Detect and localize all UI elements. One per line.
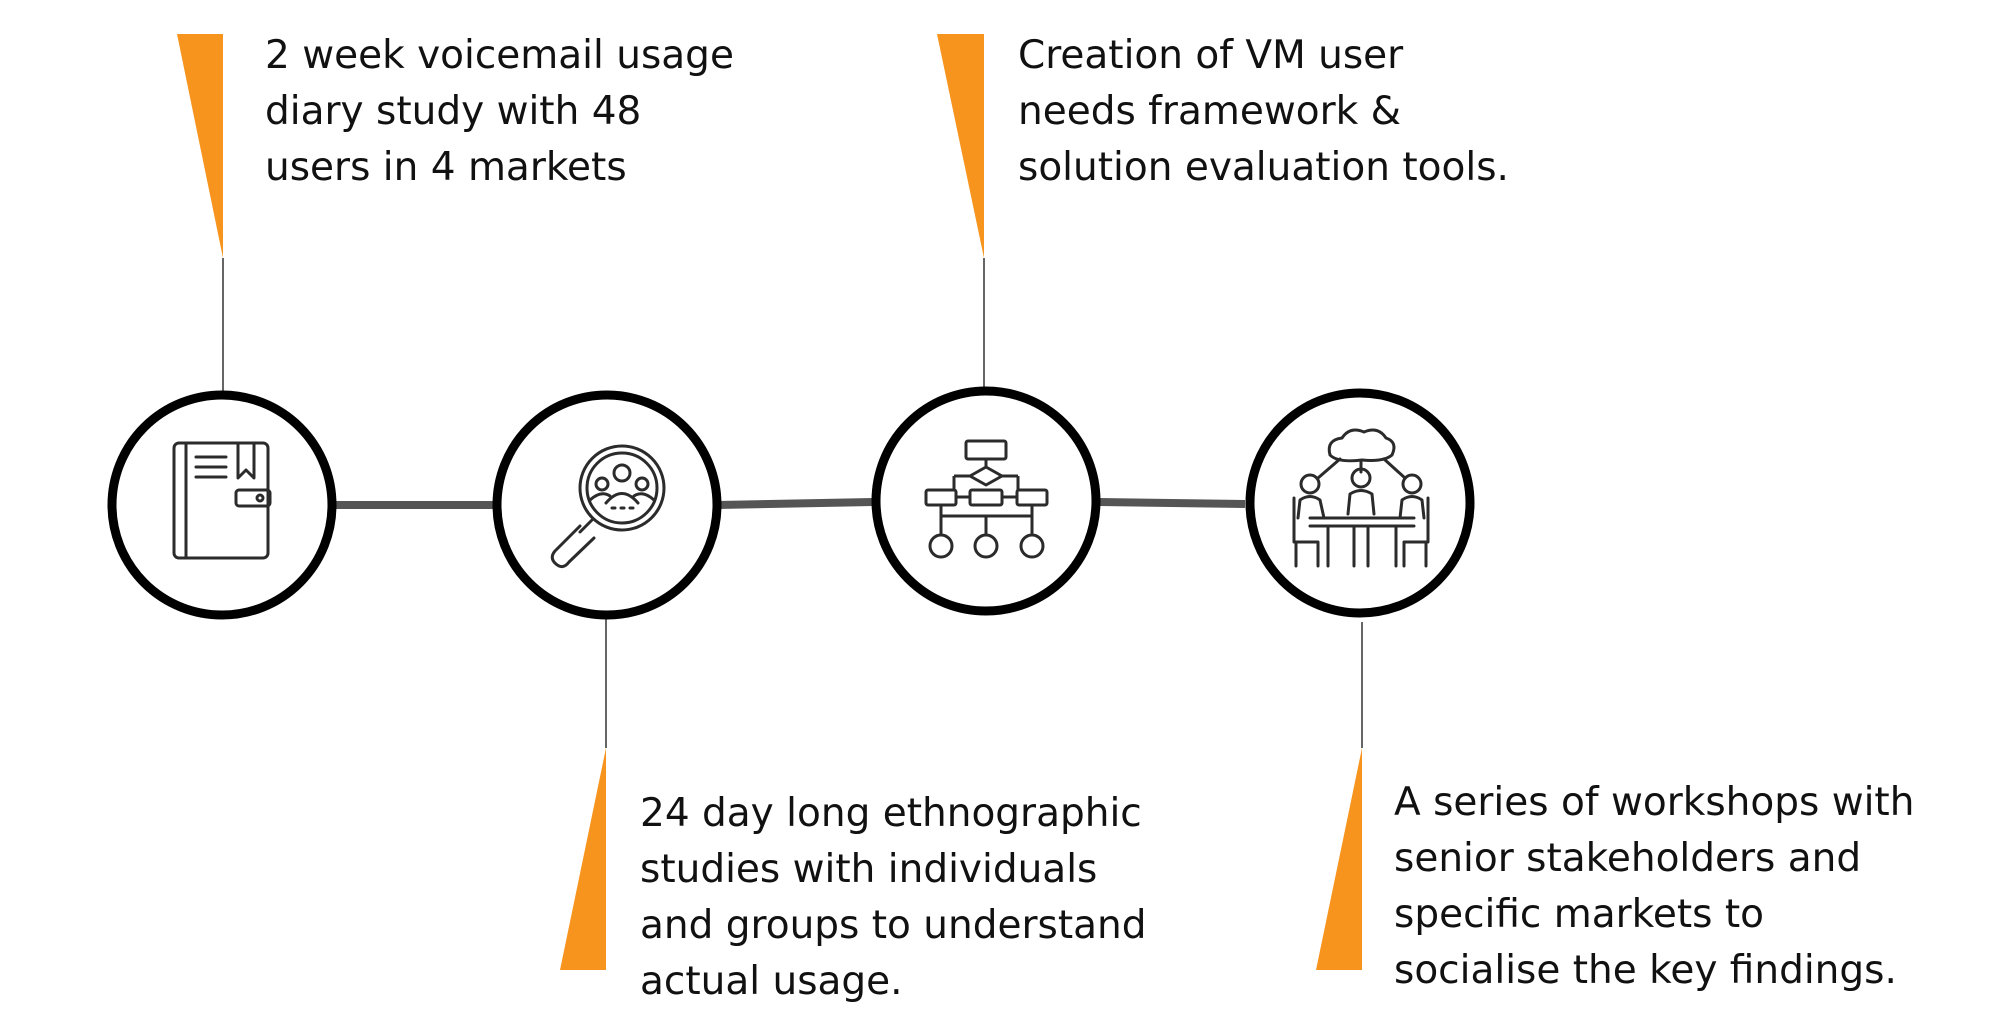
step-4-caption: A series of workshops with senior stakeh… bbox=[1394, 775, 1914, 999]
callout-2 bbox=[560, 618, 607, 970]
step-4-line-4: socialise the key findings. bbox=[1394, 948, 1897, 993]
step-3-line-1: Creation of VM user bbox=[1018, 33, 1404, 78]
connector-2-3 bbox=[717, 498, 874, 509]
step-4-line-2: senior stakeholders and bbox=[1394, 836, 1862, 881]
callout-4-flag bbox=[1316, 748, 1362, 970]
connector-3-4 bbox=[1098, 498, 1246, 508]
step-2-line-2: studies with individuals bbox=[640, 847, 1098, 892]
notebook-icon bbox=[172, 441, 272, 560]
callout-3-flag bbox=[937, 34, 984, 258]
step-1-line-2: diary study with 48 bbox=[265, 89, 642, 134]
step-2-circle bbox=[492, 390, 722, 620]
step-1-caption: 2 week voicemail usage diary study with … bbox=[265, 28, 734, 196]
callout-1 bbox=[177, 34, 224, 392]
meeting-table-icon bbox=[1292, 428, 1430, 568]
step-1-line-3: users in 4 markets bbox=[265, 145, 627, 190]
flowchart-icon bbox=[924, 439, 1049, 559]
callout-4 bbox=[1316, 622, 1363, 970]
step-3-line-2: needs framework & bbox=[1018, 89, 1402, 134]
callout-2-flag bbox=[560, 748, 606, 970]
magnifier-people-icon bbox=[550, 444, 666, 569]
step-1-line-1: 2 week voicemail usage bbox=[265, 33, 734, 78]
timeline-connectors bbox=[332, 498, 1246, 509]
step-4-line-1: A series of workshops with bbox=[1394, 780, 1915, 825]
step-3-circle bbox=[871, 386, 1101, 616]
callout-1-flag bbox=[177, 34, 223, 258]
step-4-circle bbox=[1245, 388, 1475, 618]
step-2-line-4: actual usage. bbox=[640, 959, 903, 1004]
step-2-caption: 24 day long ethnographic studies with in… bbox=[640, 786, 1147, 1010]
step-3-line-3: solution evaluation tools. bbox=[1018, 145, 1509, 190]
step-2-line-3: and groups to understand bbox=[640, 903, 1147, 948]
step-4-line-3: specific markets to bbox=[1394, 892, 1765, 937]
step-3-caption: Creation of VM user needs framework & so… bbox=[1018, 28, 1509, 196]
callout-3 bbox=[937, 34, 985, 392]
step-1-circle bbox=[107, 390, 337, 620]
step-2-line-1: 24 day long ethnographic bbox=[640, 791, 1142, 836]
